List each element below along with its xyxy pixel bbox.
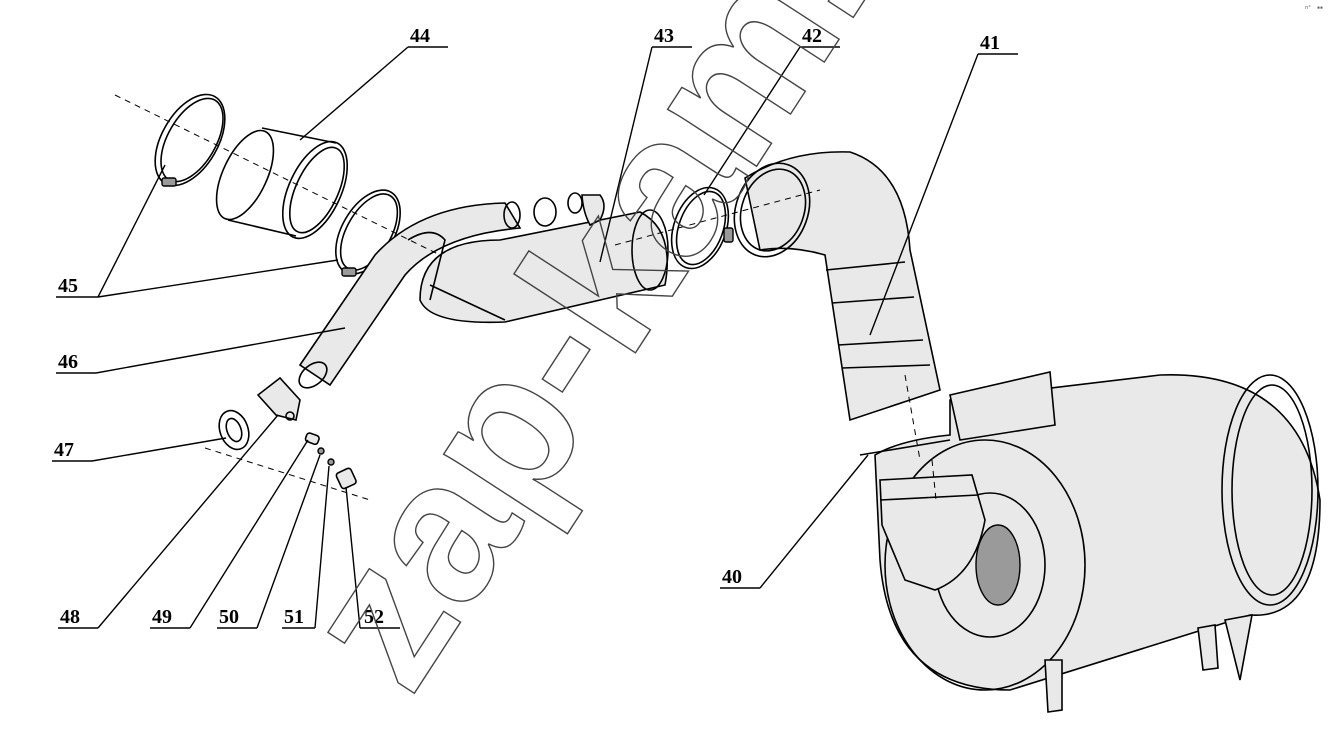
callout-51: 51 bbox=[282, 465, 330, 629]
part-40-air-filter bbox=[859, 371, 1321, 713]
callout-40-label: 40 bbox=[722, 566, 742, 588]
callout-46: 46 bbox=[56, 327, 346, 374]
part-47-ring-clamp bbox=[218, 409, 250, 451]
callout-48-label: 48 bbox=[60, 606, 80, 628]
part-42-clamp bbox=[670, 186, 734, 270]
callout-45: 45 bbox=[56, 164, 339, 298]
callout-51-label: 51 bbox=[284, 606, 304, 628]
callout-42: 42 bbox=[703, 25, 840, 196]
callout-43: 43 bbox=[599, 25, 692, 263]
callout-47-label: 47 bbox=[54, 439, 74, 461]
callout-47: 47 bbox=[52, 437, 227, 462]
part-41-intake-elbow bbox=[733, 151, 941, 422]
part-44-sleeve bbox=[215, 127, 349, 240]
part-46-pipe bbox=[298, 201, 522, 389]
callout-50-label: 50 bbox=[219, 606, 239, 628]
callout-41-label: 41 bbox=[980, 32, 1000, 54]
callout-48: 48 bbox=[58, 414, 279, 629]
corner-tag: n° ▪▪ bbox=[1305, 5, 1323, 11]
callout-43-label: 43 bbox=[654, 25, 674, 47]
callout-52-label: 52 bbox=[364, 606, 384, 628]
callout-46-label: 46 bbox=[58, 351, 78, 373]
callout-44: 44 bbox=[299, 25, 448, 141]
part-43-fittings bbox=[533, 192, 605, 227]
callout-44-label: 44 bbox=[410, 25, 430, 47]
callout-49-label: 49 bbox=[152, 606, 172, 628]
callout-49: 49 bbox=[150, 439, 309, 629]
part-49-52-hardware bbox=[304, 432, 357, 490]
callout-40: 40 bbox=[720, 454, 869, 589]
part-45-clamp-left bbox=[154, 93, 226, 187]
callout-52: 52 bbox=[345, 486, 400, 629]
callout-41: 41 bbox=[869, 32, 1018, 336]
callout-45-label: 45 bbox=[58, 275, 78, 297]
part-48-bracket bbox=[256, 376, 301, 421]
callout-layer: 44 43 42 41 45 46 bbox=[52, 25, 1018, 629]
callout-42-label: 42 bbox=[802, 25, 822, 47]
callout-50: 50 bbox=[217, 454, 321, 629]
